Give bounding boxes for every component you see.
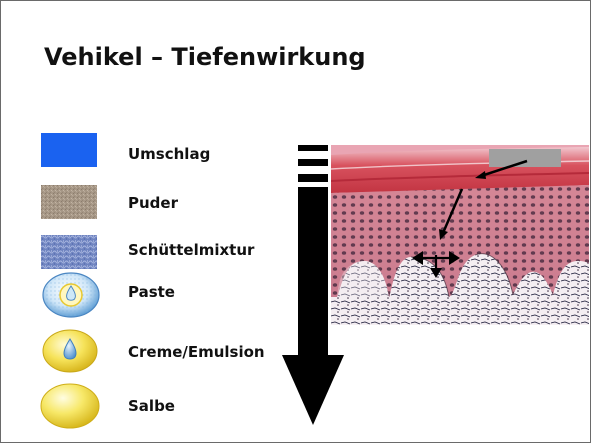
- slide-title: Vehikel – Tiefenwirkung: [44, 43, 366, 71]
- vehicle-label-puder: Puder: [128, 194, 178, 212]
- vehicle-label-salbe: Salbe: [128, 397, 175, 415]
- vehicle-label-schuettelmixtur: Schüttelmixtur: [128, 241, 254, 259]
- ointment-ellipse-icon: [39, 381, 101, 431]
- vehicle-label-umschlag: Umschlag: [128, 145, 210, 163]
- cream-drop-icon: [41, 327, 99, 375]
- paste-bubble-icon: [41, 269, 101, 319]
- powder-texture-square: [41, 185, 97, 219]
- vehicle-label-paste: Paste: [128, 283, 175, 301]
- skin-histology-image: [331, 145, 589, 325]
- blue-square: [41, 133, 97, 167]
- vehicle-label-creme-emulsion: Creme/Emulsion: [128, 343, 265, 361]
- shake-mixture-texture-square: [41, 235, 97, 269]
